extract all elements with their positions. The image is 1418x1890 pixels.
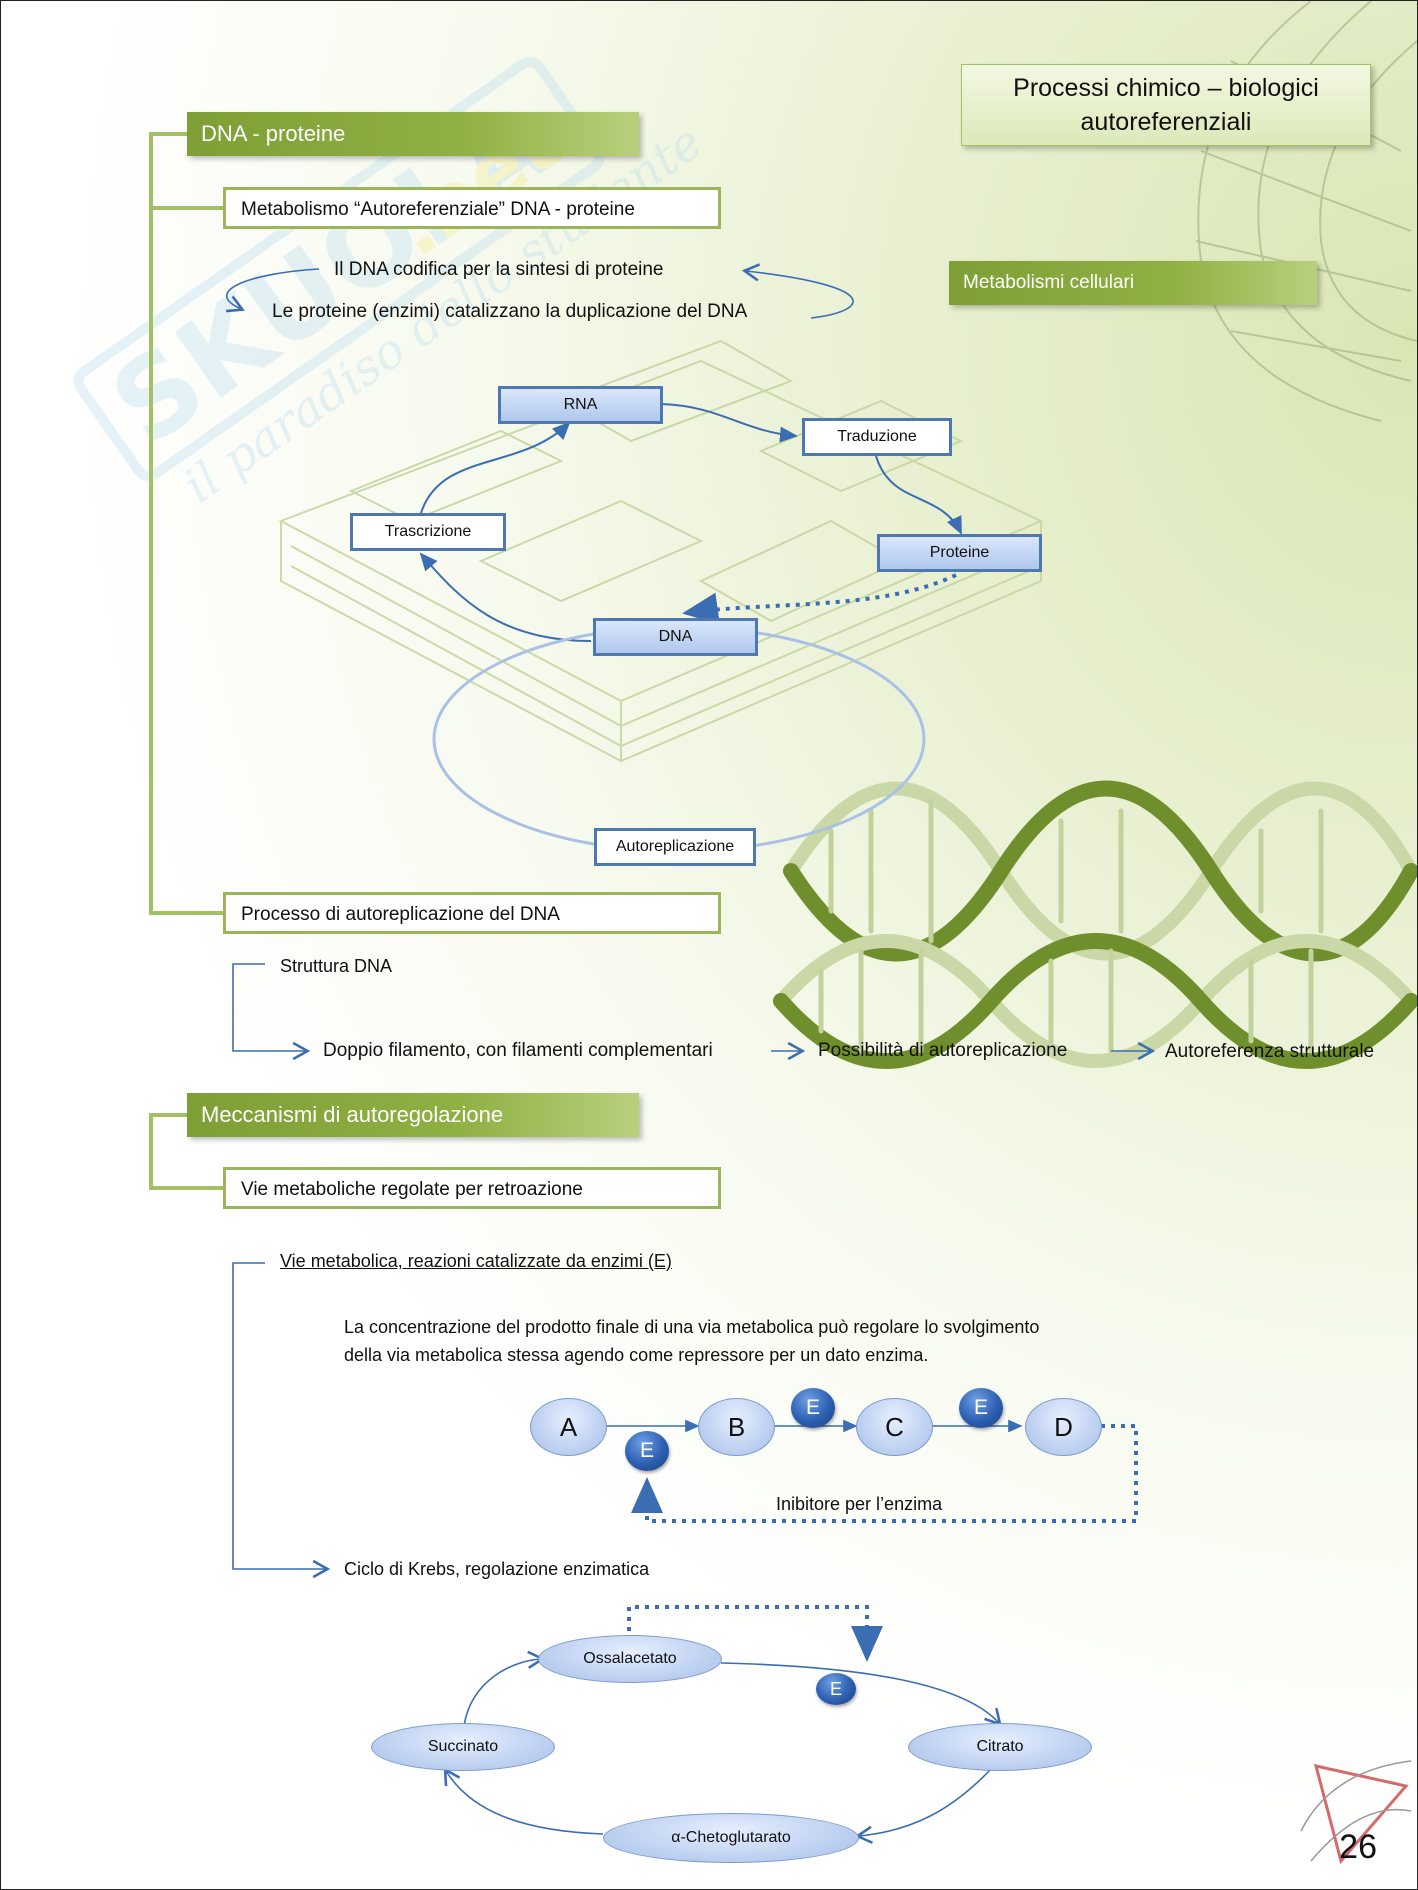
section-connectors	[149, 132, 223, 1190]
cycle-arrows	[225, 263, 854, 319]
krebs-arrows	[443, 1650, 1002, 1844]
retroazione-paragraph: La concentrazione del prodotto finale di…	[344, 1317, 1040, 1365]
processo-autoreplicazione-box: Processo di autoreplicazione del DNA	[223, 892, 721, 934]
vie-metabolica-heading: Vie metabolica, reazioni catalizzate da …	[280, 1251, 672, 1271]
metabolismi-cellulari-tag: Metabolismi cellulari	[949, 261, 1317, 305]
enzyme-badge-cd: E	[959, 1388, 1003, 1428]
page-title: Processi chimico – biologici autoreferen…	[961, 64, 1371, 146]
tree-connectors	[232, 963, 1156, 1579]
metabolismo-autoreferenziale-box: Metabolismo “Autoreferenziale” DNA - pro…	[223, 187, 721, 229]
krebs-node-succinato: Succinato	[371, 1723, 555, 1771]
krebs-heading: Ciclo di Krebs, regolazione enzimatica	[344, 1559, 650, 1579]
krebs-node-chetoglutarato: α-Chetoglutarato	[603, 1813, 859, 1863]
section-header-autoregolazione: Meccanismi di autoregolazione	[187, 1093, 639, 1137]
krebs-node-citrato: Citrato	[908, 1723, 1092, 1771]
rna-node: RNA	[498, 386, 663, 424]
krebs-node-ossalacetato: Ossalacetato	[538, 1635, 722, 1683]
inhibitor-feedback-line	[631, 1424, 1138, 1523]
vie-metaboliche-box: Vie metaboliche regolate per retroazione	[223, 1167, 721, 1209]
inibitore-label: Inibitore per l’enzima	[776, 1494, 943, 1514]
dna-helix-decoration	[773, 780, 1417, 1069]
pathway-node-c: C	[856, 1398, 933, 1456]
pathway-node-b: B	[698, 1398, 775, 1456]
krebs-feedback-line	[627, 1605, 883, 1662]
enzyme-badge-ab: E	[625, 1431, 669, 1471]
proteine-catalizzano-text: Le proteine (enzimi) catalizzano la dupl…	[272, 301, 748, 322]
doppio-filamento-text: Doppio filamento, con filamenti compleme…	[323, 1040, 713, 1061]
possibilita-autoreplicazione-text: Possibilità di autoreplicazione	[818, 1040, 1068, 1061]
dna-codifica-text: Il DNA codifica per la sintesi di protei…	[334, 259, 664, 280]
traduzione-node: Traduzione	[802, 418, 952, 456]
autoreferenza-strutturale-text: Autoreferenza strutturale	[1165, 1041, 1375, 1062]
section-header-dna-proteine: DNA - proteine	[187, 112, 639, 156]
pathway-node-a: A	[530, 1398, 607, 1456]
autoreplicazione-node: Autoreplicazione	[594, 828, 756, 866]
dna-node: DNA	[593, 618, 758, 656]
proteine-node: Proteine	[877, 534, 1042, 572]
autoreplicazione-ellipse	[432, 625, 926, 853]
corner-decoration	[1300, 1760, 1412, 1865]
enzyme-badge-bc: E	[791, 1388, 835, 1428]
struttura-dna-label: Struttura DNA	[280, 956, 393, 976]
pathway-node-d: D	[1025, 1398, 1102, 1456]
diagram-connectors	[419, 403, 962, 642]
trascrizione-node: Trascrizione	[350, 513, 506, 551]
page-number: 26	[1339, 1828, 1377, 1866]
krebs-enzyme-badge: E	[816, 1673, 856, 1705]
